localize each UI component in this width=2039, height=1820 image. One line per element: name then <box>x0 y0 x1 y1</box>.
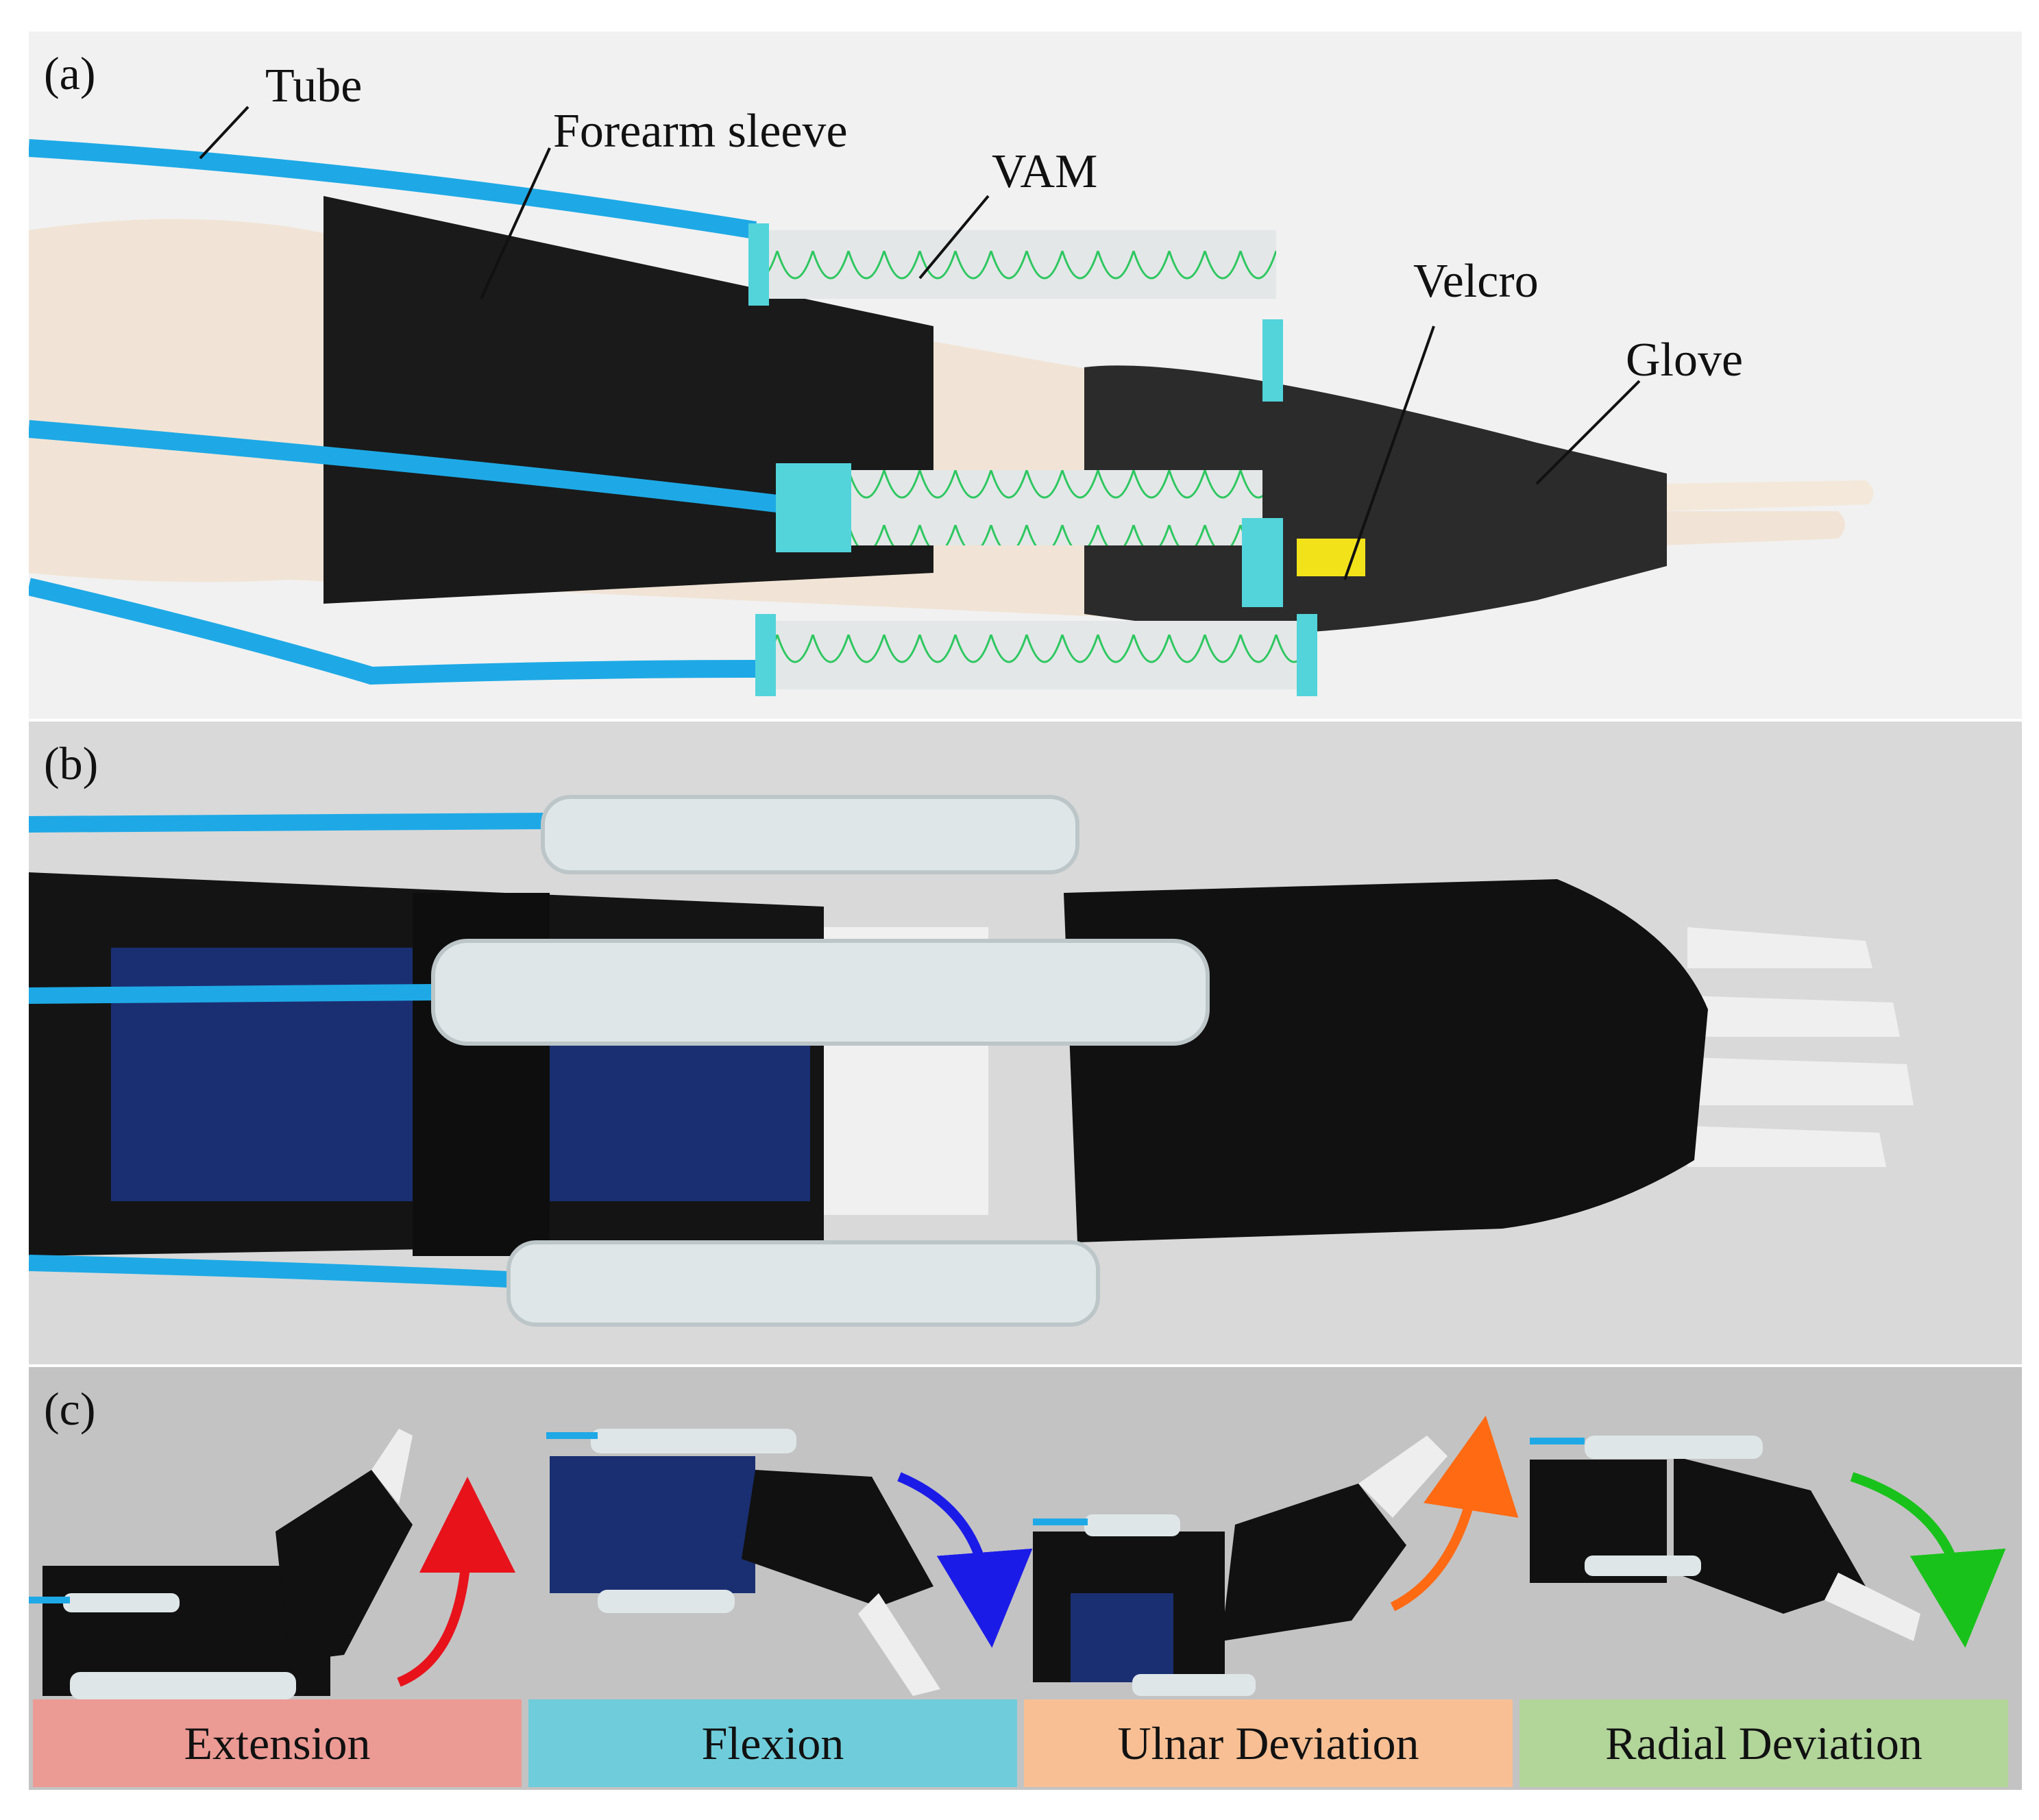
banner-extension: Extension <box>33 1699 522 1787</box>
extension-arrow <box>397 1477 515 1687</box>
vam-middle <box>776 463 1283 607</box>
panel-a-render: (a) Tube Forearm sleeve VAM Velcro Glove <box>29 32 2022 719</box>
panel-a-illustration <box>29 106 1874 696</box>
finger-middle <box>1660 511 1845 545</box>
banner-flexion: Flexion <box>528 1699 1017 1787</box>
callout-velcro: Velcro <box>1413 255 1539 308</box>
velcro-strap <box>1297 539 1365 576</box>
flexion-photo <box>546 1429 940 1696</box>
extension-photo <box>29 1429 413 1699</box>
tube-middle <box>29 984 434 1004</box>
finger-2 <box>1687 996 1900 1037</box>
tube-lower <box>29 578 756 685</box>
callout-glove: Glove <box>1626 334 1744 386</box>
radial-deviation-photo <box>1530 1436 1920 1641</box>
glove <box>1064 879 1708 1242</box>
panel-c-illustration <box>29 1415 2006 1699</box>
banner-ulnar-deviation: Ulnar Deviation <box>1024 1699 1513 1787</box>
tube-upper <box>29 813 550 833</box>
tube-middle <box>29 420 784 513</box>
panel-b-photo: (b) <box>29 722 2022 1364</box>
finger-index <box>1660 480 1874 511</box>
finger-1 <box>1687 927 1872 968</box>
panel-b-label: (b) <box>44 737 99 789</box>
vam-lower <box>506 1240 1100 1327</box>
callout-lines <box>199 106 1641 580</box>
vam-upper <box>541 795 1079 874</box>
tube-upper <box>29 139 757 239</box>
panel-c-label: (c) <box>44 1383 96 1435</box>
radial-deviation-arrow <box>1850 1472 2006 1648</box>
glove <box>1084 365 1667 635</box>
callout-tube: Tube <box>265 60 363 112</box>
panel-b-illustration <box>29 795 1914 1327</box>
ulnar-deviation-arrow <box>1390 1415 1519 1612</box>
vam-middle <box>431 939 1210 1046</box>
finger-3 <box>1687 1057 1914 1105</box>
tube-lower <box>29 1255 523 1288</box>
callout-forearm-sleeve: Forearm sleeve <box>553 105 848 158</box>
finger-4 <box>1687 1126 1886 1167</box>
vam-upper <box>748 223 1283 402</box>
callout-vam: VAM <box>992 145 1098 198</box>
panel-a-label: (a) <box>44 47 96 99</box>
flexion-arrow <box>897 1472 1033 1648</box>
vam-lower <box>755 614 1317 696</box>
ulnar-deviation-photo <box>1033 1436 1448 1696</box>
banner-radial-deviation: Radial Deviation <box>1519 1699 2008 1787</box>
